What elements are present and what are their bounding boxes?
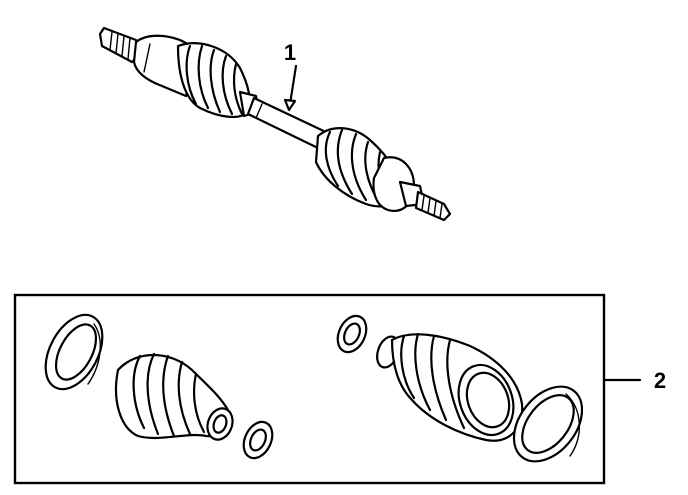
callout-1: 1 — [284, 40, 298, 112]
outer-spline-stub — [414, 190, 452, 222]
boot-kit-box: 2 — [13, 293, 666, 485]
inner-spline-stub — [98, 26, 142, 64]
callout-2: 2 — [602, 368, 666, 393]
left-large-clamp — [44, 313, 104, 391]
right-boot — [376, 332, 524, 442]
left-boot — [114, 352, 234, 441]
callout-2-label: 2 — [654, 368, 666, 393]
left-small-clamp — [242, 420, 274, 460]
right-small-clamp — [336, 314, 368, 354]
callout-1-label: 1 — [284, 40, 296, 65]
inner-boot — [176, 42, 260, 118]
kit-frame — [13, 293, 606, 485]
axle-shaft-assembly: 1 — [98, 26, 452, 222]
right-large-clamp — [512, 385, 584, 463]
